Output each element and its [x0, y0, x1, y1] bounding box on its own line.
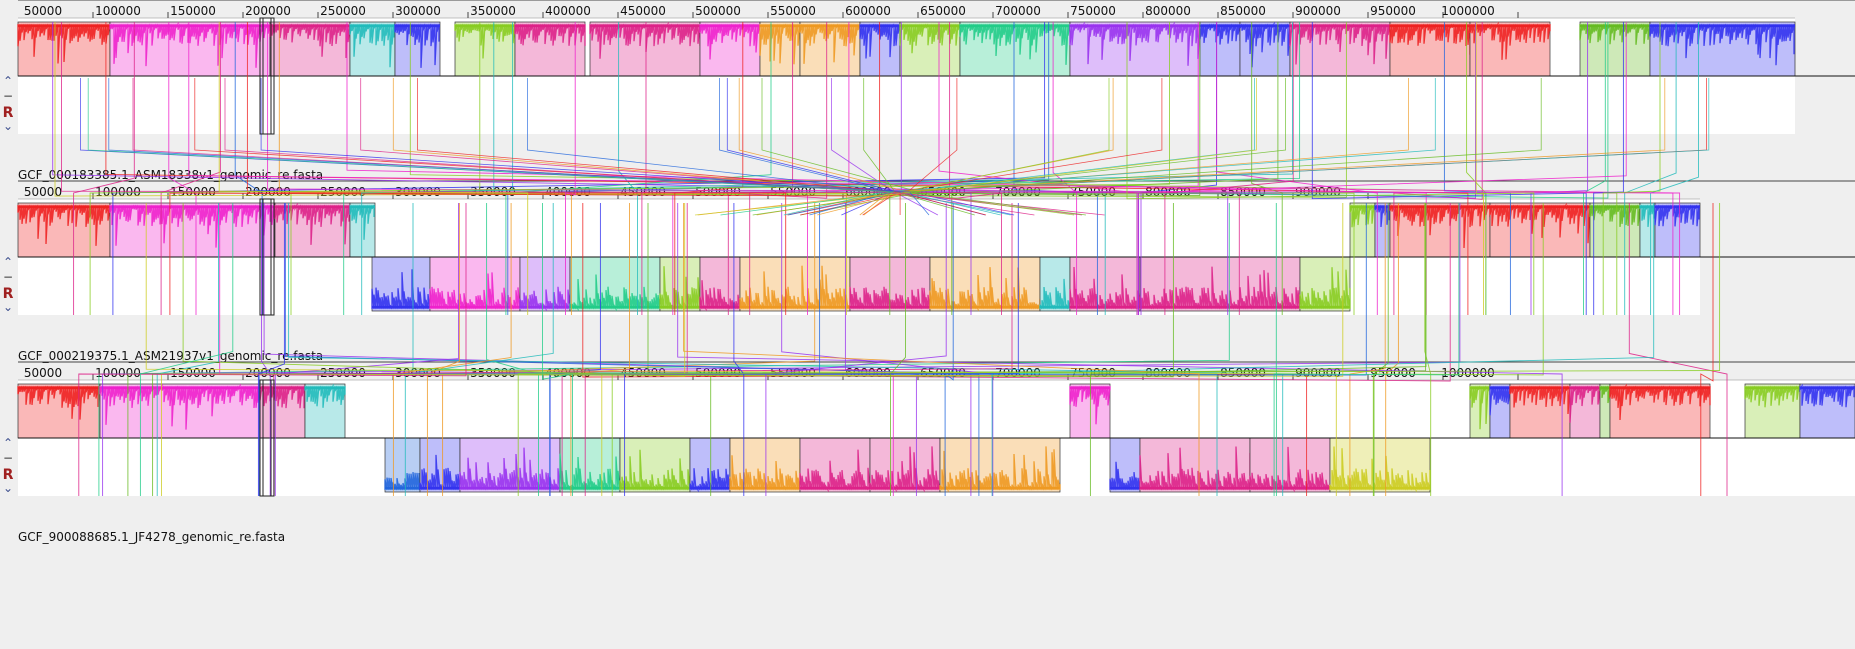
ruler-label: 200000 [245, 4, 291, 18]
move-up-icon[interactable]: ⌃ [3, 436, 13, 450]
ruler-label: 700000 [995, 4, 1041, 18]
ruler-label: 50000 [24, 366, 62, 380]
ruler-label: 900000 [1295, 366, 1341, 380]
ruler-label: 850000 [1220, 4, 1266, 18]
ruler-label: 650000 [920, 4, 966, 18]
ruler-label: 350000 [470, 4, 516, 18]
ruler-label: 150000 [170, 4, 216, 18]
genome-name: GCF_900088685.1_JF4278_genomic_re.fasta [18, 530, 285, 544]
genome-name: GCF_000219375.1_ASM21937v1_genomic_re.fa… [18, 349, 323, 363]
move-up-icon[interactable]: ⌃ [3, 74, 13, 88]
ruler-label: 1000000 [1441, 4, 1494, 18]
ruler-label: 100000 [95, 366, 141, 380]
ruler-label: 100000 [95, 4, 141, 18]
ruler-label: 900000 [1295, 4, 1341, 18]
ruler-label: 300000 [395, 4, 441, 18]
ruler-label: 500000 [695, 4, 741, 18]
ruler-label: 750000 [1070, 4, 1116, 18]
ruler-label: 950000 [1370, 4, 1416, 18]
minus-icon[interactable]: − [3, 451, 13, 465]
move-up-icon[interactable]: ⌃ [3, 255, 13, 269]
ruler-label: 50000 [24, 4, 62, 18]
ruler-label: 400000 [545, 4, 591, 18]
move-down-icon[interactable]: ⌄ [3, 300, 13, 314]
minus-icon[interactable]: − [3, 270, 13, 284]
ruler-label: 250000 [320, 4, 366, 18]
move-down-icon[interactable]: ⌄ [3, 119, 13, 133]
ruler-label: 450000 [620, 4, 666, 18]
ruler-label: 50000 [24, 185, 62, 199]
ruler-label: 800000 [1145, 4, 1191, 18]
ruler-label: 600000 [845, 4, 891, 18]
lcb-block[interactable] [1610, 384, 1710, 438]
move-down-icon[interactable]: ⌄ [3, 481, 13, 495]
minus-icon[interactable]: − [3, 89, 13, 103]
ruler-label: 550000 [770, 4, 816, 18]
ruler-label: 100000 [95, 185, 141, 199]
